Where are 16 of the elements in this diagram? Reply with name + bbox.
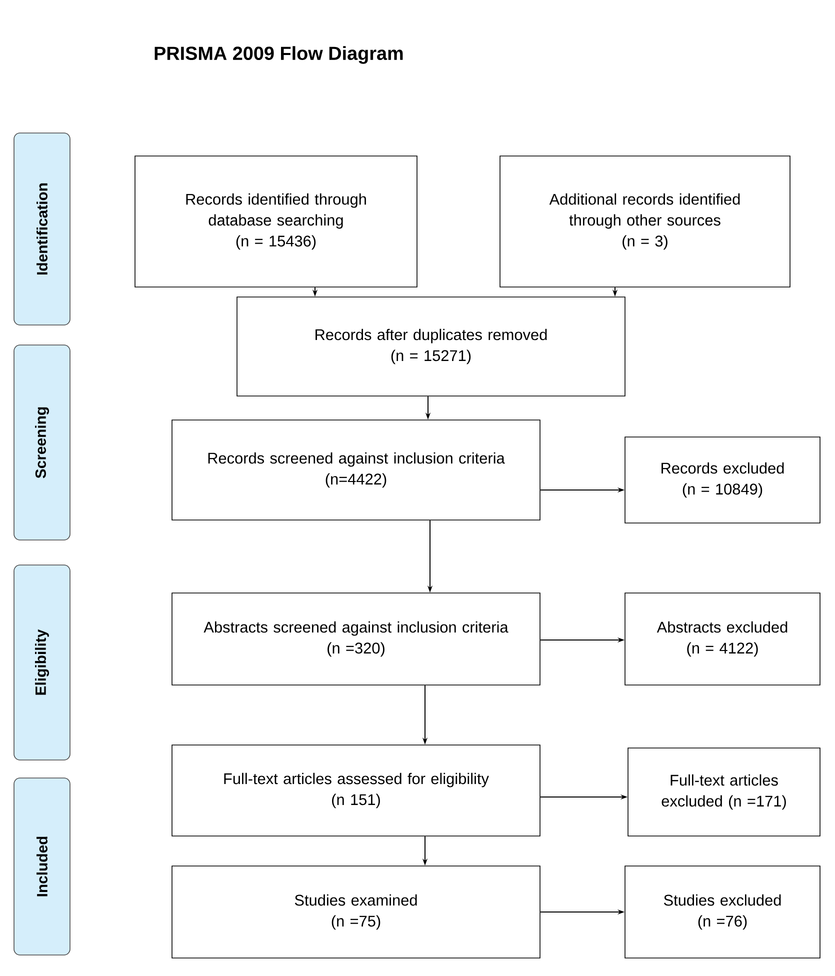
process-box: Studies examined (n =75) (172, 866, 540, 958)
process-box: Abstracts excluded (n = 4122) (624, 592, 820, 686)
process-box: Full-text articles excluded (n =171) (628, 748, 820, 836)
stage-band: Included (14, 778, 70, 956)
process-box: Records identified through database searching (n = 15436) (134, 156, 418, 288)
process-box: Additional records identified through other sources (n = 3) (500, 156, 790, 288)
stage-band: Identification (14, 132, 70, 326)
process-box: Records screened against inclusion criteria (n=4422) (172, 420, 540, 520)
process-box: Abstracts screened against inclusion criteria (n =320) (172, 592, 540, 686)
title: PRISMA 2009 Flow Diagram (154, 46, 403, 64)
process-box: Records excluded (n = 10849) (624, 436, 820, 524)
stage-band: Eligibility (14, 564, 70, 760)
process-box: Records after duplicates removed (n = 15271) (236, 296, 626, 396)
process-box: Studies excluded (n =76) (624, 866, 820, 958)
stage-band: Screening (14, 344, 70, 540)
process-box: Full-text articles assessed for eligibility (n 151) (172, 744, 540, 836)
